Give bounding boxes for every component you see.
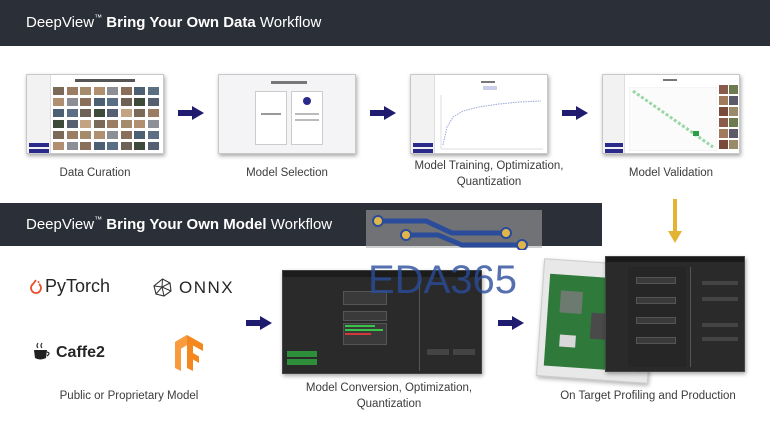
onnx-logo: ONNX xyxy=(153,277,243,299)
caption-model-training: Model Training, Optimization, Quantizati… xyxy=(414,160,564,188)
validation-image-thumb xyxy=(729,107,738,116)
byod-header-bar: DeepView™ Bring Your Own Data Workflow xyxy=(0,0,770,46)
byod-title: DeepView™ Bring Your Own Data Workflow xyxy=(26,13,322,31)
dataset-image-thumb xyxy=(107,87,118,95)
caption-model-conversion: Model Conversion, Optimization, Quantiza… xyxy=(305,382,473,410)
caption-profiling: On Target Profiling and Production xyxy=(560,390,736,402)
dataset-image-thumb xyxy=(80,131,91,139)
eda365-watermark: EDA365 xyxy=(366,210,542,306)
dataset-image-thumb xyxy=(107,120,118,128)
dataset-image-thumb xyxy=(134,98,145,106)
coffee-cup-icon xyxy=(34,342,50,360)
pytorch-flame-icon xyxy=(30,279,42,294)
dataset-image-thumb xyxy=(120,142,132,150)
dataset-image-thumb xyxy=(107,131,118,139)
dataset-image-thumb xyxy=(53,120,64,128)
validation-image-thumb xyxy=(719,107,728,116)
dataset-image-thumb xyxy=(93,131,105,139)
dataset-image-thumb xyxy=(93,120,105,128)
validation-image-thumb xyxy=(729,118,738,127)
flow-arrow-3 xyxy=(562,106,588,120)
dataset-image-thumb xyxy=(134,131,145,139)
dataset-image-thumb xyxy=(53,131,64,139)
dataset-image-thumb xyxy=(66,109,78,117)
flow-arrow-1 xyxy=(178,106,204,120)
dataset-image-thumb xyxy=(53,87,64,95)
caffe2-logo: Caffe2 xyxy=(32,340,122,366)
data-curation-screenshot xyxy=(26,74,164,154)
down-arrow xyxy=(668,199,682,245)
dataset-image-thumb xyxy=(120,131,132,139)
dataset-image-thumb xyxy=(80,120,91,128)
training-curve-icon xyxy=(440,95,543,150)
dataset-image-thumb xyxy=(53,142,64,150)
validation-image-thumb xyxy=(719,129,728,138)
dataset-image-thumb xyxy=(66,98,78,106)
dataset-image-thumb xyxy=(134,87,145,95)
dataset-image-thumb xyxy=(147,109,159,117)
caption-model-validation: Model Validation xyxy=(628,167,714,179)
validation-image-thumb xyxy=(729,140,738,149)
dataset-image-thumb xyxy=(80,98,91,106)
dataset-image-thumb xyxy=(80,142,91,150)
dataset-image-thumb xyxy=(53,109,64,117)
dataset-image-thumb xyxy=(134,142,145,150)
dataset-image-thumb xyxy=(53,98,64,106)
validation-image-thumb xyxy=(719,96,728,105)
dataset-image-thumb xyxy=(120,87,132,95)
dataset-image-thumb xyxy=(147,98,159,106)
caption-data-curation: Data Curation xyxy=(59,167,131,179)
dataset-image-thumb xyxy=(107,109,118,117)
model-validation-screenshot xyxy=(602,74,740,154)
tensorflow-logo-icon xyxy=(175,335,203,371)
eda365-wordmark: EDA365 xyxy=(368,258,517,302)
validation-image-thumb xyxy=(729,85,738,94)
circuit-trace-icon xyxy=(372,215,528,250)
dataset-image-thumb xyxy=(80,87,91,95)
dataset-image-thumb xyxy=(147,131,159,139)
dataset-image-thumb xyxy=(120,109,132,117)
dataset-image-thumb xyxy=(93,87,105,95)
caption-public-model: Public or Proprietary Model xyxy=(59,390,199,402)
validation-image-thumb xyxy=(729,129,738,138)
byom-title: DeepView™ Bring Your Own Model Workflow xyxy=(26,215,333,233)
dataset-image-thumb xyxy=(134,109,145,117)
confusion-matrix-icon xyxy=(629,87,717,151)
dataset-image-thumb xyxy=(134,120,145,128)
dataset-image-thumb xyxy=(93,98,105,106)
model-conversion-screenshot xyxy=(282,270,482,374)
dataset-image-thumb xyxy=(147,142,159,150)
profiling-screenshot xyxy=(605,256,745,372)
onnx-polyhedron-icon xyxy=(153,278,172,297)
dataset-image-thumb xyxy=(107,142,118,150)
dataset-image-thumb xyxy=(66,87,78,95)
dataset-image-thumb xyxy=(93,109,105,117)
model-training-screenshot xyxy=(410,74,548,154)
dataset-image-thumb xyxy=(107,98,118,106)
validation-image-thumb xyxy=(719,118,728,127)
model-selection-screenshot xyxy=(218,74,356,154)
dataset-image-thumb xyxy=(66,142,78,150)
dataset-image-thumb xyxy=(120,120,132,128)
dataset-image-thumb xyxy=(147,120,159,128)
dataset-image-thumb xyxy=(66,120,78,128)
dataset-image-thumb xyxy=(80,109,91,117)
validation-image-thumb xyxy=(719,85,728,94)
dataset-image-thumb xyxy=(120,98,132,106)
pytorch-logo: PyTorch xyxy=(30,276,130,298)
dataset-image-thumb xyxy=(147,87,159,95)
flow-arrow-4 xyxy=(246,316,272,330)
validation-image-thumb xyxy=(729,96,738,105)
validation-image-thumb xyxy=(719,140,728,149)
flow-arrow-5 xyxy=(498,316,524,330)
dataset-image-thumb xyxy=(66,131,78,139)
flow-arrow-2 xyxy=(370,106,396,120)
caption-model-selection: Model Selection xyxy=(246,167,328,179)
dataset-image-thumb xyxy=(93,142,105,150)
